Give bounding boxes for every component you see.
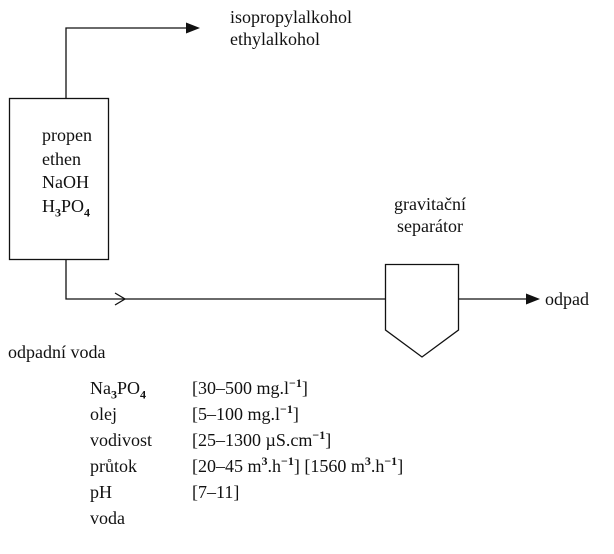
param-value: [7–11] — [192, 482, 240, 502]
param-name: voda — [90, 508, 125, 528]
param-name: vodivost — [90, 430, 153, 450]
param-row: vodivost [25–1300 µS.cm−1] — [90, 427, 403, 453]
wastewater-params-table: Na3PO4 [30–500 mg.l−1] olej [5–100 mg.l−… — [90, 375, 403, 531]
param-name: olej — [90, 404, 117, 424]
param-name: Na3PO4 — [90, 378, 147, 402]
param-value: [5–100 mg.l−1] — [192, 402, 299, 424]
param-name: pH — [90, 482, 112, 502]
separator-label: gravitační separátor — [394, 194, 466, 236]
product-item: isopropylalkohol — [230, 7, 352, 27]
waste-flow-line — [65, 260, 385, 300]
product-item: ethylalkohol — [230, 29, 320, 49]
reactor-item-acid: H3PO4 — [42, 195, 91, 220]
outlet-label: odpad — [545, 289, 589, 309]
param-value: [30–500 mg.l−1] — [192, 376, 308, 398]
param-name: průtok — [90, 456, 137, 476]
separator-vessel — [384, 263, 460, 358]
product-flow-line — [65, 27, 190, 98]
param-row: pH [7–11] — [90, 479, 403, 505]
param-value — [192, 505, 403, 531]
param-row: olej [5–100 mg.l−1] — [90, 401, 403, 427]
reactor-item: NaOH — [42, 172, 89, 192]
param-row: voda — [90, 505, 403, 531]
waste-direction-chevron — [114, 292, 127, 306]
param-value: [20–45 m3.h−1] [1560 m3.h−1] — [192, 454, 404, 476]
param-row: průtok [20–45 m3.h−1] [1560 m3.h−1] — [90, 453, 403, 479]
products-label: isopropylalkohol ethylalkohol — [230, 6, 352, 50]
product-arrowhead — [186, 22, 200, 34]
param-row: Na3PO4 [30–500 mg.l−1] — [90, 375, 403, 401]
wastewater-title: odpadní voda — [8, 342, 106, 362]
reactor-box — [8, 97, 110, 261]
reactor-item: ethen — [42, 148, 81, 169]
reactor-item: propen — [42, 125, 92, 145]
reactor-contents: propen ethen NaOH H3PO4 — [42, 124, 92, 218]
param-value: [25–1300 µS.cm−1] — [192, 428, 332, 450]
outlet-arrowhead — [526, 293, 540, 305]
